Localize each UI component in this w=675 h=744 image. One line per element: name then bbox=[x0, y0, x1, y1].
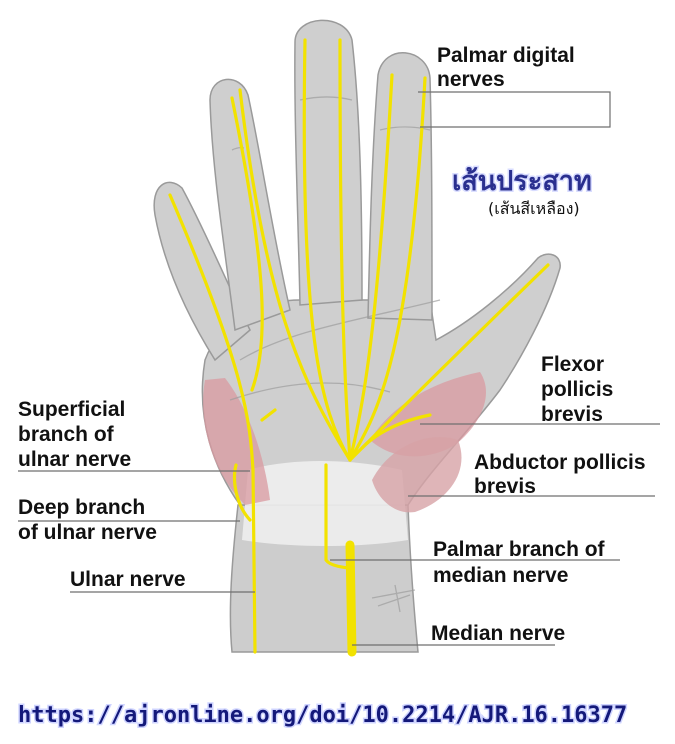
ulnar-nerve bbox=[251, 468, 257, 654]
deep-branch-of-ulnar-nerve bbox=[232, 463, 252, 522]
nerves bbox=[168, 38, 550, 657]
label-median-nerve: Median nerve bbox=[431, 622, 565, 645]
label-superficial-branch-of-ulnar-nerve: Superficial branch of ulnar nerve bbox=[18, 398, 131, 471]
palmar-digital-nerve bbox=[348, 76, 427, 462]
label-palmar-branch-of-median-nerve: Palmar branch of median nerve bbox=[433, 538, 610, 587]
abductor-pollicis-brevis-muscle bbox=[372, 436, 462, 513]
palmar-digital-nerve bbox=[338, 38, 352, 462]
label-flexor-pollicis-brevis: Flexor pollicis brevis bbox=[541, 353, 619, 426]
palmar-digital-nerve bbox=[348, 73, 394, 462]
median-nerve bbox=[345, 540, 357, 657]
leader-lines bbox=[18, 91, 660, 646]
hand-illustration bbox=[153, 19, 561, 653]
source-url: https://ajronline.org/doi/10.2214/AJR.16… bbox=[18, 703, 627, 728]
skin-crease bbox=[229, 382, 391, 401]
superficial-branch-of-ulnar-nerve bbox=[230, 96, 264, 392]
label-abductor-pollicis-brevis: Abductor pollicis brevis bbox=[474, 451, 651, 498]
wrist-mark bbox=[371, 584, 416, 613]
thenar-branch bbox=[360, 413, 432, 450]
label-palmar-digital-nerves: Palmar digital nerves bbox=[437, 44, 581, 91]
labels: Palmar digital nerves เส้นประสาท (เส้นสี… bbox=[17, 44, 651, 730]
index-finger bbox=[367, 52, 433, 321]
label-deep-branch-of-ulnar-nerve: Deep branch of ulnar nerve bbox=[18, 496, 157, 544]
middle-finger bbox=[294, 19, 363, 306]
ulnar-communicating-branch bbox=[260, 408, 277, 422]
palmar-digital-nerve bbox=[302, 38, 352, 462]
leader-palmar-digital bbox=[418, 91, 611, 128]
palmar-branch-of-median-nerve bbox=[324, 463, 354, 570]
superficial-branch-of-ulnar-nerve bbox=[168, 193, 255, 472]
palmar-digital-nerve bbox=[238, 88, 352, 462]
label-ulnar-nerve: Ulnar nerve bbox=[70, 568, 186, 591]
thai-subtitle: (เส้นสีเหลือง) bbox=[488, 199, 580, 218]
skin-crease bbox=[379, 126, 431, 131]
thai-title: เส้นประสาท bbox=[452, 166, 592, 197]
